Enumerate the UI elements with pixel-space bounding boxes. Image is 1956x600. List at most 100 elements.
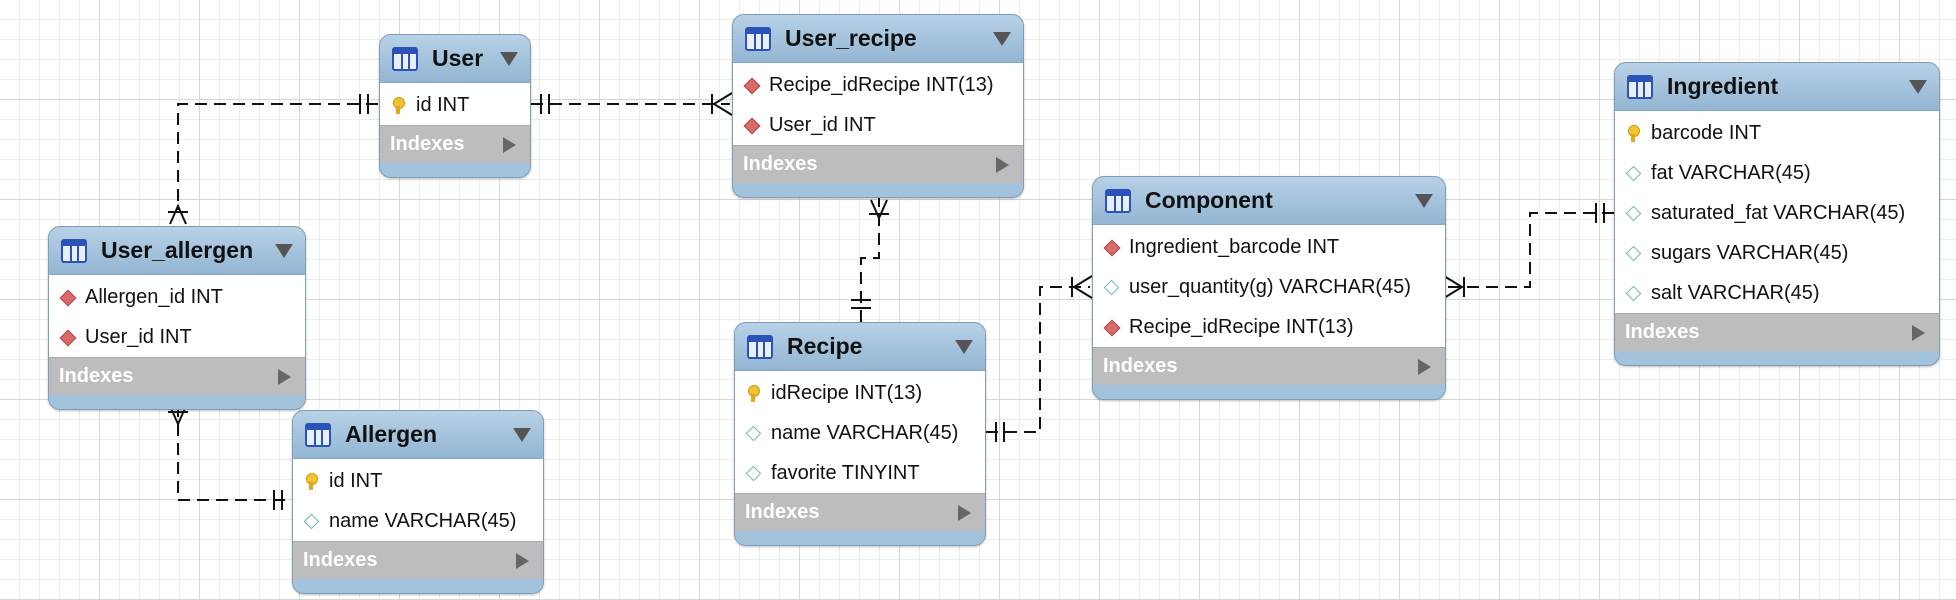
column-row[interactable]: sugars VARCHAR(45) [1615, 233, 1939, 273]
table-ingredient[interactable]: Ingredient barcode INT fat VARCHAR(45) s… [1614, 62, 1940, 366]
column-icon [1625, 285, 1641, 301]
column-row[interactable]: idRecipe INT(13) [735, 373, 985, 413]
column-row[interactable]: Recipe_idRecipe INT(13) [733, 65, 1023, 105]
column-label: saturated_fat VARCHAR(45) [1651, 201, 1906, 224]
column-row[interactable]: Ingredient_barcode INT [1093, 227, 1445, 267]
indexes-section[interactable]: Indexes [293, 541, 543, 579]
indexes-label: Indexes [390, 133, 465, 155]
collapse-caret-icon[interactable] [1415, 193, 1433, 208]
table-icon [392, 46, 418, 71]
table-allergen[interactable]: Allergen id INT name VARCHAR(45) Indexes [292, 410, 544, 594]
table-header[interactable]: Allergen [293, 411, 543, 459]
primary-key-icon [390, 97, 406, 114]
foreign-key-icon [743, 117, 759, 133]
relationship-ingredient-component [1443, 203, 1614, 299]
foreign-key-icon [1103, 239, 1119, 255]
column-row[interactable]: id INT [380, 85, 530, 125]
indexes-section[interactable]: Indexes [735, 493, 985, 531]
foreign-key-icon [743, 77, 759, 93]
collapse-caret-icon[interactable] [955, 339, 973, 354]
collapse-caret-icon[interactable] [500, 51, 518, 66]
column-label: sugars VARCHAR(45) [1651, 241, 1849, 264]
column-label: fat VARCHAR(45) [1651, 161, 1811, 184]
column-label: Recipe_idRecipe INT(13) [1129, 315, 1354, 338]
table-header[interactable]: User_recipe [733, 15, 1023, 63]
indexes-label: Indexes [743, 153, 818, 175]
relationship-user-user-allergen [168, 94, 378, 225]
collapse-caret-icon[interactable] [993, 31, 1011, 46]
table-user-recipe[interactable]: User_recipe Recipe_idRecipe INT(13) User… [732, 14, 1024, 198]
column-icon [303, 513, 319, 529]
table-user[interactable]: User id INT Indexes [379, 34, 531, 178]
table-title: Component [1145, 187, 1273, 213]
collapse-caret-icon[interactable] [275, 243, 293, 258]
column-row[interactable]: fat VARCHAR(45) [1615, 153, 1939, 193]
column-row[interactable]: saturated_fat VARCHAR(45) [1615, 193, 1939, 233]
column-row[interactable]: salt VARCHAR(45) [1615, 273, 1939, 313]
column-row[interactable]: User_id INT [49, 317, 305, 357]
indexes-section[interactable]: Indexes [1615, 313, 1939, 351]
table-footer [735, 531, 985, 545]
column-row[interactable]: Recipe_idRecipe INT(13) [1093, 307, 1445, 347]
table-footer [1615, 351, 1939, 365]
indexes-section[interactable]: Indexes [49, 357, 305, 395]
table-footer [733, 183, 1023, 197]
indexes-label: Indexes [59, 365, 134, 387]
column-label: id INT [416, 93, 470, 116]
indexes-section[interactable]: Indexes [1093, 347, 1445, 385]
table-header[interactable]: User_allergen [49, 227, 305, 275]
table-recipe[interactable]: Recipe idRecipe INT(13) name VARCHAR(45)… [734, 322, 986, 546]
column-row[interactable]: barcode INT [1615, 113, 1939, 153]
primary-key-icon [745, 385, 761, 402]
table-title: Allergen [345, 421, 438, 447]
expand-arrow-icon[interactable] [1912, 324, 1925, 341]
expand-arrow-icon[interactable] [958, 504, 971, 521]
column-label: Recipe_idRecipe INT(13) [769, 73, 994, 96]
table-user-allergen[interactable]: User_allergen Allergen_id INT User_id IN… [48, 226, 306, 410]
column-label: salt VARCHAR(45) [1651, 281, 1820, 304]
table-icon [1627, 74, 1653, 99]
table-footer [49, 395, 305, 409]
column-icon [745, 425, 761, 441]
indexes-section[interactable]: Indexes [380, 125, 530, 163]
expand-arrow-icon[interactable] [1418, 358, 1431, 375]
table-header[interactable]: Ingredient [1615, 63, 1939, 111]
expand-arrow-icon[interactable] [516, 552, 529, 569]
column-row[interactable]: id INT [293, 461, 543, 501]
expand-arrow-icon[interactable] [996, 156, 1009, 173]
primary-key-icon [303, 473, 319, 490]
table-title: User_allergen [101, 237, 254, 263]
column-row[interactable]: user_quantity(g) VARCHAR(45) [1093, 267, 1445, 307]
table-title: Recipe [787, 333, 863, 359]
column-label: User_id INT [85, 325, 192, 348]
table-title: User_recipe [785, 25, 917, 51]
column-icon [745, 465, 761, 481]
column-row[interactable]: name VARCHAR(45) [735, 413, 985, 453]
foreign-key-icon [59, 289, 75, 305]
table-icon [61, 238, 87, 263]
column-row[interactable]: Allergen_id INT [49, 277, 305, 317]
column-label: Allergen_id INT [85, 285, 223, 308]
collapse-caret-icon[interactable] [1909, 79, 1927, 94]
table-component[interactable]: Component Ingredient_barcode INT user_qu… [1092, 176, 1446, 400]
table-header[interactable]: User [380, 35, 530, 83]
expand-arrow-icon[interactable] [503, 136, 516, 153]
indexes-section[interactable]: Indexes [733, 145, 1023, 183]
column-row[interactable]: favorite TINYINT [735, 453, 985, 493]
column-row[interactable]: name VARCHAR(45) [293, 501, 543, 541]
column-label: idRecipe INT(13) [771, 381, 923, 404]
column-row[interactable]: User_id INT [733, 105, 1023, 145]
expand-arrow-icon[interactable] [278, 368, 291, 385]
table-header[interactable]: Recipe [735, 323, 985, 371]
column-label: name VARCHAR(45) [771, 421, 959, 444]
column-icon [1625, 165, 1641, 181]
column-label: favorite TINYINT [771, 461, 920, 484]
primary-key-icon [1625, 125, 1641, 142]
table-header[interactable]: Component [1093, 177, 1445, 225]
relationship-recipe-component [986, 275, 1093, 442]
table-icon [305, 422, 331, 447]
table-footer [380, 163, 530, 177]
indexes-label: Indexes [745, 501, 820, 523]
collapse-caret-icon[interactable] [513, 427, 531, 442]
